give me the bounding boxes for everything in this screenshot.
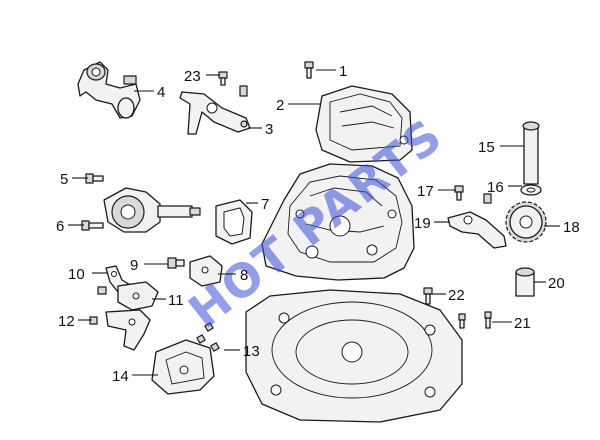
part-5-bolt — [85, 173, 104, 184]
callout-18: 18 — [563, 219, 580, 236]
callout-20: 20 — [548, 275, 565, 292]
callout-22: 22 — [448, 287, 465, 304]
transmission-housing — [261, 163, 415, 281]
callout-1: 1 — [339, 63, 347, 80]
part-4-selector — [77, 61, 141, 119]
part-9-plug — [167, 257, 185, 269]
part-11-bracket — [97, 281, 159, 311]
part-6-bolt — [81, 220, 104, 231]
callout-10: 10 — [68, 266, 85, 283]
part-23-bolt — [218, 71, 228, 86]
callout-leaders — [68, 69, 560, 376]
callout-17: 17 — [417, 183, 434, 200]
part-13-bolts — [196, 322, 220, 352]
part-16-washer — [520, 184, 542, 196]
part-1-bolt — [304, 61, 314, 79]
callout-12: 12 — [58, 313, 75, 330]
part-22-bolt — [423, 287, 433, 305]
callout-13: 13 — [243, 343, 260, 360]
part-7-gasket — [215, 199, 253, 245]
callout-15: 15 — [478, 139, 495, 156]
callout-14: 14 — [112, 368, 129, 385]
clutch-bell-housing — [245, 289, 463, 423]
part-21-studs — [458, 311, 492, 329]
part-12-bracket — [89, 309, 151, 351]
part-8-plate — [189, 255, 223, 287]
callout-11: 11 — [168, 292, 184, 309]
part-19-lever — [447, 193, 507, 249]
part-14-mount — [151, 339, 215, 395]
callout-6: 6 — [56, 218, 64, 235]
part-17-bolt — [454, 185, 464, 201]
part-3-shift-bracket — [179, 85, 251, 135]
callout-23: 23 — [184, 68, 201, 85]
part-2-top-cover — [315, 85, 413, 163]
callout-16: 16 — [487, 179, 504, 196]
callout-5: 5 — [60, 171, 68, 188]
part-15-shaft — [522, 121, 540, 185]
callout-4: 4 — [157, 84, 165, 101]
callout-labels: 1 2 3 4 5 6 7 8 9 10 11 12 13 14 15 16 1… — [56, 63, 580, 385]
callout-8: 8 — [240, 267, 248, 284]
callout-3: 3 — [265, 121, 273, 138]
part-20-bushing — [515, 267, 535, 297]
callout-7: 7 — [261, 196, 269, 213]
part-18-gear — [505, 201, 547, 243]
callout-19: 19 — [414, 215, 431, 232]
callout-9: 9 — [130, 257, 138, 274]
callout-21: 21 — [514, 315, 531, 332]
callout-2: 2 — [276, 97, 284, 114]
release-shaft-assembly — [103, 187, 201, 233]
